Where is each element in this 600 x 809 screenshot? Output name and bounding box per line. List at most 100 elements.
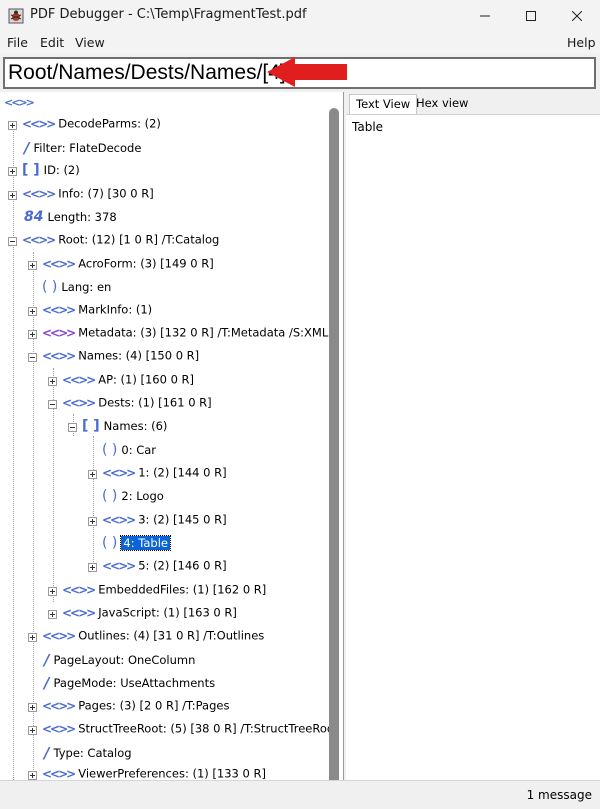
tree-node-pages[interactable]: <<>>Pages: (3) [2 0 R] /T:Pages	[28, 698, 229, 718]
collapse-toggle[interactable]	[48, 400, 57, 409]
tree-node-item-2[interactable]: ( )2: Logo	[102, 488, 164, 504]
expand-toggle[interactable]	[8, 121, 17, 130]
tree-node-outlines[interactable]: <<>>Outlines: (4) [31 0 R] /T:Outlines	[28, 628, 264, 648]
tree-node-names-array[interactable]: [ ]Names: (6)	[68, 418, 167, 438]
menu-help[interactable]: Help	[567, 35, 596, 50]
tree-node-viewerpreferences[interactable]: <<>>ViewerPreferences: (1) [133 0 R]	[28, 766, 266, 780]
menu-edit[interactable]: Edit	[40, 35, 65, 50]
tree-line	[93, 436, 94, 562]
tree-node-javascript[interactable]: <<>>JavaScript: (1) [163 0 R]	[48, 605, 237, 625]
indirect-dictionary-icon: <<>>	[42, 721, 76, 736]
tree-node-item-1[interactable]: <<>>1: (2) [144 0 R]	[88, 465, 227, 485]
tree-node-decodeparms[interactable]: <<>>DecodeParms: (2)	[8, 116, 161, 136]
string-icon: ( )	[102, 535, 118, 551]
name-icon: /	[44, 674, 50, 692]
status-message: 1 message	[526, 788, 592, 802]
expand-toggle[interactable]	[28, 726, 37, 735]
close-icon	[572, 11, 582, 21]
tree-node-ap[interactable]: <<>>AP: (1) [160 0 R]	[48, 372, 194, 392]
indirect-dictionary-icon: <<>>	[22, 186, 56, 201]
tab-hex-view[interactable]: Hex view	[416, 96, 469, 110]
tab-text-view[interactable]: Text View	[349, 94, 418, 114]
indirect-dictionary-icon: <<>>	[42, 348, 76, 363]
viewer-content[interactable]: Table	[352, 120, 384, 134]
expand-toggle[interactable]	[28, 633, 37, 642]
stream-icon: <<>>	[42, 325, 76, 340]
expand-toggle[interactable]	[28, 307, 37, 316]
name-icon: /	[44, 651, 50, 669]
indirect-dictionary-icon: <<>>	[62, 372, 96, 387]
maximize-button[interactable]	[508, 0, 554, 32]
tree-node-names[interactable]: <<>>Names: (4) [150 0 R]	[28, 348, 199, 368]
tree-node-metadata[interactable]: <<>>Metadata: (3) [132 0 R] /T:Metadata …	[28, 325, 328, 345]
tree-line	[33, 252, 34, 772]
status-bar: 1 message	[0, 780, 600, 809]
expand-toggle[interactable]	[88, 470, 97, 479]
tree-node-embeddedfiles[interactable]: <<>>EmbeddedFiles: (1) [162 0 R]	[48, 582, 266, 602]
indirect-dictionary-icon: <<>>	[102, 512, 136, 527]
expand-toggle[interactable]	[48, 377, 57, 386]
string-icon: ( )	[102, 442, 118, 458]
tree-pane[interactable]: <<>> <<>>DecodeParms: (2) /Filter: Flate…	[0, 92, 344, 780]
indirect-dictionary-icon: <<>>	[62, 582, 96, 597]
close-button[interactable]	[554, 0, 600, 32]
title-bar: PDF Debugger - C:\Temp\FragmentTest.pdf	[0, 0, 600, 32]
tree-node-root[interactable]: <<>>Root: (12) [1 0 R] /T:Catalog	[8, 232, 219, 252]
viewer-pane: Text View Hex view Table	[346, 92, 600, 780]
path-text: Root/Names/Dests/Names/[4]	[8, 61, 286, 84]
collapse-toggle[interactable]	[28, 353, 37, 362]
tree-node-info[interactable]: <<>>Info: (7) [30 0 R]	[8, 186, 154, 206]
tree-node-markinfo[interactable]: <<>>MarkInfo: (1)	[28, 302, 152, 322]
tree-line	[53, 368, 54, 602]
array-icon: [ ]	[82, 418, 100, 434]
window-title: PDF Debugger - C:\Temp\FragmentTest.pdf	[30, 7, 307, 22]
indirect-dictionary-icon: <<>>	[42, 766, 76, 781]
tree-node-item-4-selected[interactable]: ( )4: Table	[102, 535, 171, 551]
expand-toggle[interactable]	[28, 703, 37, 712]
tree-node-item-3[interactable]: <<>>3: (2) [145 0 R]	[88, 512, 227, 532]
expand-toggle[interactable]	[88, 517, 97, 526]
expand-toggle[interactable]	[28, 330, 37, 339]
menu-view[interactable]: View	[75, 35, 105, 50]
indirect-dictionary-icon: <<>>	[42, 698, 76, 713]
expand-toggle[interactable]	[48, 587, 57, 596]
indirect-dictionary-icon: <<>>	[102, 558, 136, 573]
expand-toggle[interactable]	[28, 771, 37, 780]
expand-toggle[interactable]	[28, 261, 37, 270]
array-icon: [ ]	[22, 162, 40, 178]
red-arrow-annotation	[267, 57, 347, 87]
tree-scrollbar-thumb[interactable]	[329, 108, 339, 780]
tree-node-filter[interactable]: /Filter: FlateDecode	[24, 139, 142, 157]
tree-node-acroform[interactable]: <<>>AcroForm: (3) [149 0 R]	[28, 256, 214, 276]
name-icon: /	[44, 744, 50, 762]
tree-line	[13, 128, 14, 780]
string-icon: ( )	[42, 279, 58, 295]
tree-node-type[interactable]: /Type: Catalog	[44, 744, 132, 762]
tree-node-lang[interactable]: ( )Lang: en	[42, 279, 112, 295]
tree-node-item-5[interactable]: <<>>5: (2) [146 0 R]	[88, 558, 227, 578]
expand-toggle[interactable]	[48, 610, 57, 619]
menu-bar: File Edit View Help	[0, 32, 600, 54]
collapse-toggle[interactable]	[68, 423, 77, 432]
string-icon: ( )	[102, 488, 118, 504]
indirect-dictionary-icon: <<>>	[22, 232, 56, 247]
tree-node-pagemode[interactable]: /PageMode: UseAttachments	[44, 674, 216, 692]
minimize-button[interactable]	[462, 0, 508, 32]
expand-toggle[interactable]	[8, 167, 17, 176]
menu-file[interactable]: File	[7, 35, 28, 50]
tree-node-id[interactable]: [ ]ID: (2)	[8, 162, 80, 182]
indirect-dictionary-icon: <<>>	[42, 256, 76, 271]
collapse-toggle[interactable]	[8, 237, 17, 246]
name-icon: /	[24, 139, 30, 157]
expand-toggle[interactable]	[8, 191, 17, 200]
tree-node-item-0[interactable]: ( )0: Car	[102, 442, 157, 458]
tree-node-pagelayout[interactable]: /PageLayout: OneColumn	[44, 651, 196, 669]
expand-toggle[interactable]	[88, 563, 97, 572]
indirect-dictionary-icon: <<>>	[42, 628, 76, 643]
tree-node-dests[interactable]: <<>>Dests: (1) [161 0 R]	[48, 395, 212, 415]
minimize-icon	[480, 15, 490, 17]
indirect-dictionary-icon: <<>>	[62, 395, 96, 410]
tree-node-structtreeroot[interactable]: <<>>StructTreeRoot: (5) [38 0 R] /T:Stru…	[28, 721, 338, 741]
app-bug-icon	[8, 8, 24, 24]
